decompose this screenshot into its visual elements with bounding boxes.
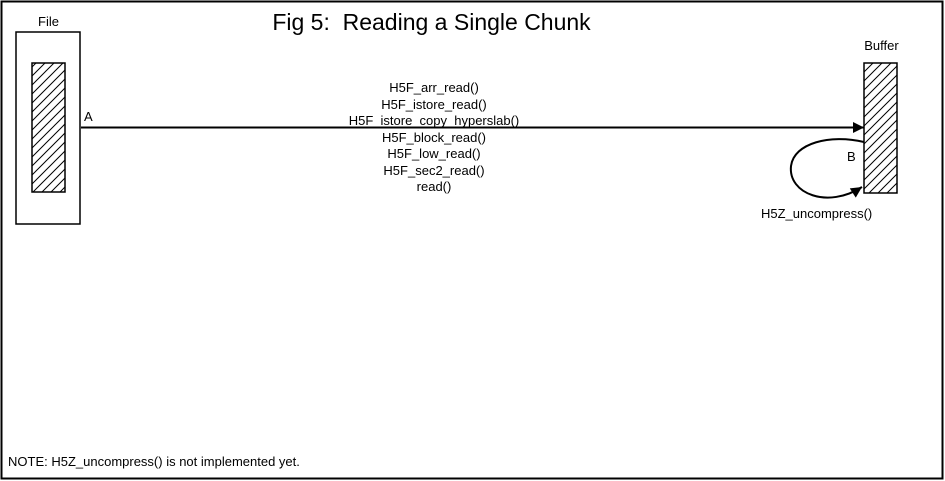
call-stack-line: H5F_istore_copy_hyperslab()	[348, 113, 520, 128]
read-call-stack: H5F_arr_read() H5F_istore_read() H5F_ist…	[334, 80, 534, 196]
buffer-hatched-rect	[863, 62, 898, 194]
call-stack-line: H5F_low_read()	[387, 146, 481, 161]
call-stack-line: H5F_arr_read()	[389, 80, 479, 95]
figure-title: Fig 5: Reading a Single Chunk	[272, 9, 591, 35]
file-box-outline	[15, 31, 81, 225]
call-stack-line: H5F_sec2_read()	[383, 162, 485, 178]
figure-note: NOTE: H5Z_uncompress() is not implemente…	[8, 454, 300, 469]
loop-arrow-marker-b: B	[847, 149, 856, 164]
uncompress-caption: H5Z_uncompress()	[761, 206, 873, 221]
call-stack-line: H5F_istore_read()	[381, 96, 487, 112]
buffer-label: Buffer	[864, 38, 899, 53]
call-stack-line: read()	[416, 179, 452, 194]
uncompress-loop-arrow	[789, 138, 865, 199]
file-chunk-hatched-rect	[31, 62, 66, 193]
read-arrow-marker-a: A	[84, 109, 93, 124]
call-stack-line: H5F_block_read()	[381, 129, 487, 145]
file-label: File	[38, 14, 59, 29]
